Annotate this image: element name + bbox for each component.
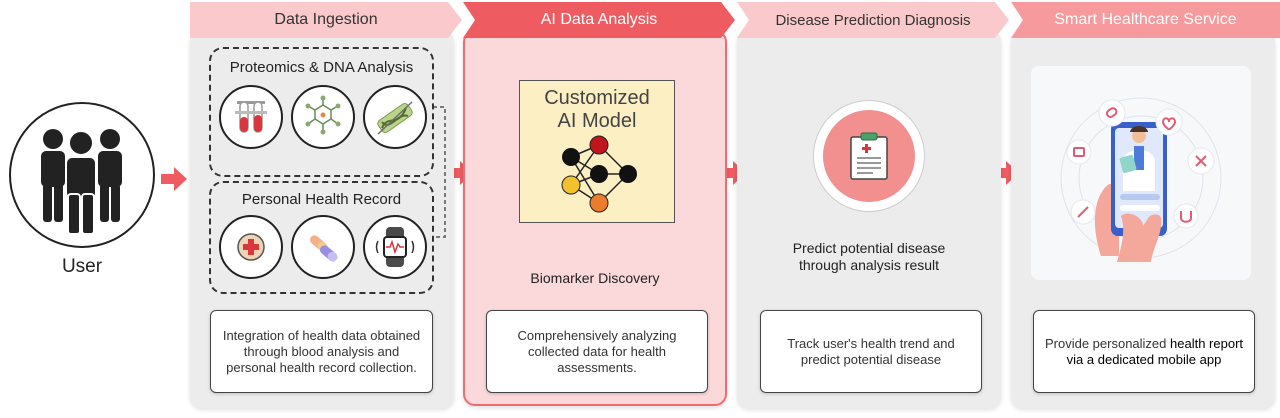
column-header-label: Smart Healthcare Service (1054, 11, 1237, 28)
caption-line: Predict potential disease (792, 240, 946, 256)
users-group-icon (41, 129, 122, 235)
description-box: Provide personalized health report via a… (1033, 310, 1255, 393)
description-box: Comprehensively analyzing collected data… (486, 310, 708, 393)
description-bold: health report via a dedicated mobile app (1066, 335, 1244, 367)
column-header: Smart Healthcare Service (1011, 2, 1280, 38)
customized-ai-model-box: Customized AI Model (519, 80, 675, 223)
column-header-label: AI Data Analysis (540, 11, 658, 28)
group-title: Proteomics & DNA Analysis (229, 59, 414, 76)
user-label: User (61, 256, 103, 277)
dashed-connector (433, 106, 446, 238)
model-title-line2: AI Model (557, 110, 637, 132)
personal-health-record-group: Personal Health Record (209, 181, 434, 294)
column-header: Data Ingestion (190, 2, 462, 38)
clipboard-icon-circle (813, 100, 925, 212)
prediction-caption: Predict potential disease through analys… (737, 240, 1001, 274)
caption-line: through analysis result (798, 257, 940, 273)
clipboard-report-icon (850, 132, 888, 180)
description-box: Track user's health trend and predict po… (760, 310, 982, 393)
smartwatch-icon (363, 215, 427, 279)
group-title: Personal Health Record (241, 191, 402, 208)
column-header-label: Disease Prediction Diagnosis (775, 11, 971, 29)
column-header: AI Data Analysis (463, 2, 735, 38)
column-header: Disease Prediction Diagnosis (737, 2, 1009, 38)
mobile-health-illustration-card (1031, 66, 1251, 280)
doctor-phone-illustration (1060, 97, 1222, 262)
proteomics-dna-group: Proteomics & DNA Analysis (209, 47, 434, 177)
description-box: Integration of health data obtained thro… (210, 310, 433, 393)
flow-arrow-icon (161, 167, 187, 191)
model-title-line1: Customized (544, 87, 650, 109)
biomarker-caption: Biomarker Discovery (530, 270, 660, 286)
medical-cross-icon (219, 215, 283, 279)
test-tubes-icon (219, 85, 283, 149)
user-avatar-circle (9, 102, 155, 248)
description-plain: Provide personalized (1044, 335, 1171, 351)
dna-strand-icon (363, 85, 427, 149)
molecule-icon (291, 85, 355, 149)
column-header-label: Data Ingestion (274, 11, 378, 28)
pills-icon (291, 215, 355, 279)
neural-network-icon (561, 135, 637, 213)
